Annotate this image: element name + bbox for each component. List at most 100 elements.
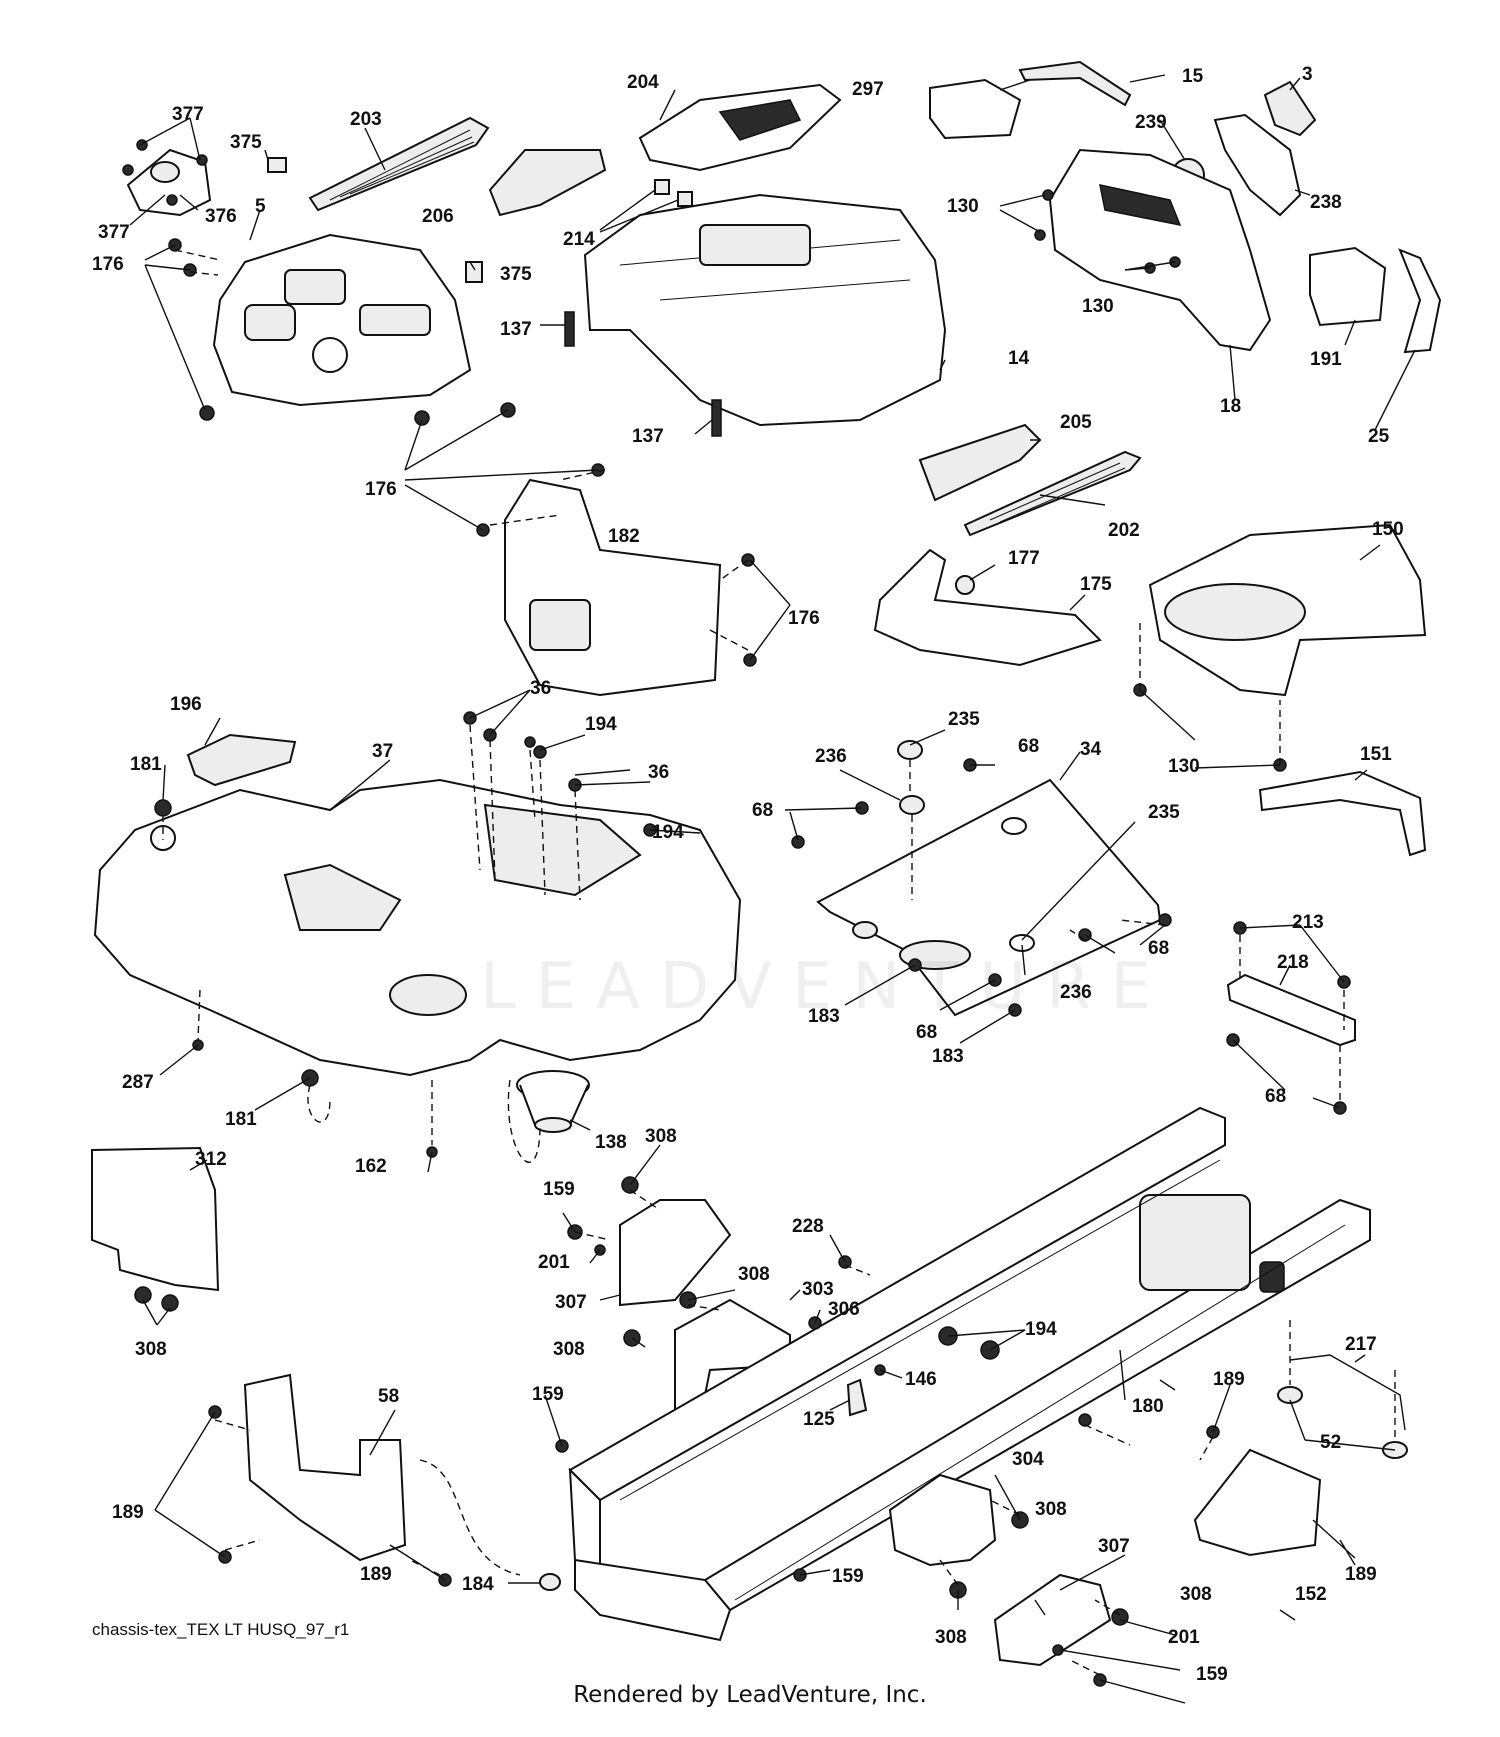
part-52-bushing-a [1277, 1386, 1303, 1404]
callout-297: 297 [852, 79, 884, 100]
callout-235-mid: 235 [1148, 802, 1180, 823]
callout-308-top: 308 [645, 1126, 677, 1147]
callout-58: 58 [378, 1386, 399, 1407]
callout-307-upper: 307 [555, 1292, 587, 1313]
callout-189-bottom: 189 [360, 1564, 392, 1585]
callout-183-left: 183 [808, 1006, 840, 1027]
callout-36-mid: 36 [648, 762, 669, 783]
callout-214: 214 [563, 229, 595, 250]
part-175-bracket [873, 548, 1102, 667]
callout-176-right: 176 [788, 608, 820, 629]
callout-183-right: 183 [932, 1046, 964, 1067]
part-5-dash-panel [212, 233, 472, 407]
callout-130-top: 130 [947, 196, 979, 217]
callout-34: 34 [1080, 739, 1102, 760]
callout-18: 18 [1220, 396, 1241, 417]
callout-68-top: 68 [1018, 736, 1039, 757]
callout-159-bottom: 159 [1196, 1664, 1228, 1685]
callout-218: 218 [1277, 952, 1309, 973]
part-214-clip-a [654, 179, 670, 195]
callout-308-mid: 308 [738, 1264, 770, 1285]
callout-125: 125 [803, 1409, 835, 1430]
callout-308-bottom: 308 [935, 1627, 967, 1648]
callout-52: 52 [1320, 1432, 1341, 1453]
part-236-spacer-a [899, 795, 925, 815]
part-177-nut [955, 575, 975, 595]
callout-312: 312 [195, 1149, 227, 1170]
part-15-trim [1018, 60, 1132, 107]
callout-236-top: 236 [815, 746, 847, 767]
callout-14: 14 [1008, 348, 1030, 369]
callout-176-mid: 176 [365, 479, 397, 500]
assembly-lines [162, 249, 1396, 1676]
callout-308-lower-right: 308 [1180, 1584, 1212, 1605]
callout-130-right: 130 [1168, 756, 1200, 777]
part-307-cover-lower [993, 1573, 1112, 1667]
part-312-shield [91, 1146, 220, 1292]
callout-36-top: 36 [530, 678, 551, 699]
callout-180: 180 [1132, 1396, 1164, 1417]
callout-307-lower: 307 [1098, 1536, 1130, 1557]
leader-lines [129, 74, 1416, 1704]
drawing-code: chassis-tex_TEX LT HUSQ_97_r1 [92, 1620, 350, 1639]
part-205-vent [918, 423, 1042, 502]
part-297-weight [929, 78, 1022, 140]
part-218-bracket [1226, 973, 1356, 1047]
part-25-trim [1398, 248, 1442, 354]
callout-68-bottom: 68 [916, 1022, 937, 1043]
callout-151: 151 [1360, 744, 1392, 765]
callout-130-mid: 130 [1082, 296, 1114, 317]
callout-238: 238 [1310, 192, 1342, 213]
part-58-bracket [243, 1373, 407, 1562]
callout-176-left: 176 [92, 254, 124, 275]
callout-308-shield: 308 [135, 1339, 167, 1360]
callout-306: 306 [828, 1299, 860, 1320]
callout-217: 217 [1345, 1334, 1377, 1355]
callout-3: 3 [1302, 64, 1313, 85]
callout-189-right: 189 [1213, 1369, 1245, 1390]
callout-308-304: 308 [1035, 1499, 1067, 1520]
part-191-weight [1309, 246, 1387, 327]
callout-182: 182 [608, 526, 640, 547]
callout-194-top: 194 [585, 714, 617, 735]
part-3-emblem [1263, 80, 1317, 137]
callout-189-left: 189 [112, 1502, 144, 1523]
callout-206: 206 [422, 206, 454, 227]
callout-228-top: 228 [792, 1216, 824, 1237]
callout-184: 184 [462, 1574, 494, 1595]
part-203-vent [308, 116, 490, 212]
part-180-frame [568, 1106, 1371, 1642]
callout-68-right: 68 [1148, 938, 1169, 959]
callout-177: 177 [1008, 548, 1040, 569]
part-375-clip-b [465, 261, 483, 283]
callout-304: 304 [1012, 1449, 1044, 1470]
callout-287: 287 [122, 1072, 154, 1093]
watermark: LEADVENTURE [480, 950, 1171, 1024]
callout-138: 138 [595, 1132, 627, 1153]
callout-146: 146 [905, 1369, 937, 1390]
callout-203: 203 [350, 109, 382, 130]
part-18-grille-frame [1048, 148, 1272, 352]
part-206-bracket [488, 149, 607, 217]
callout-25: 25 [1368, 426, 1390, 447]
callout-181-bottom: 181 [225, 1109, 257, 1130]
callout-162: 162 [355, 1156, 387, 1177]
callout-375-mid: 375 [500, 264, 532, 285]
callout-376: 376 [205, 206, 237, 227]
callout-181-top: 181 [130, 754, 162, 775]
callout-377-left: 377 [98, 222, 130, 243]
callout-191: 191 [1310, 349, 1342, 370]
part-138-boot [516, 1070, 590, 1133]
callout-150: 150 [1372, 519, 1404, 540]
part-202-vent [963, 450, 1142, 537]
callout-137-top: 137 [500, 319, 532, 340]
callout-137-bottom: 137 [632, 426, 664, 447]
callout-201-bottom: 201 [1168, 1627, 1200, 1648]
callout-196: 196 [170, 694, 202, 715]
part-14-hood [583, 193, 947, 427]
callout-201-top: 201 [538, 1252, 570, 1273]
callout-204: 204 [627, 72, 659, 93]
part-214-clip-b [677, 191, 693, 207]
part-235-washer-a [897, 740, 923, 760]
callout-159-mid: 159 [532, 1384, 564, 1405]
